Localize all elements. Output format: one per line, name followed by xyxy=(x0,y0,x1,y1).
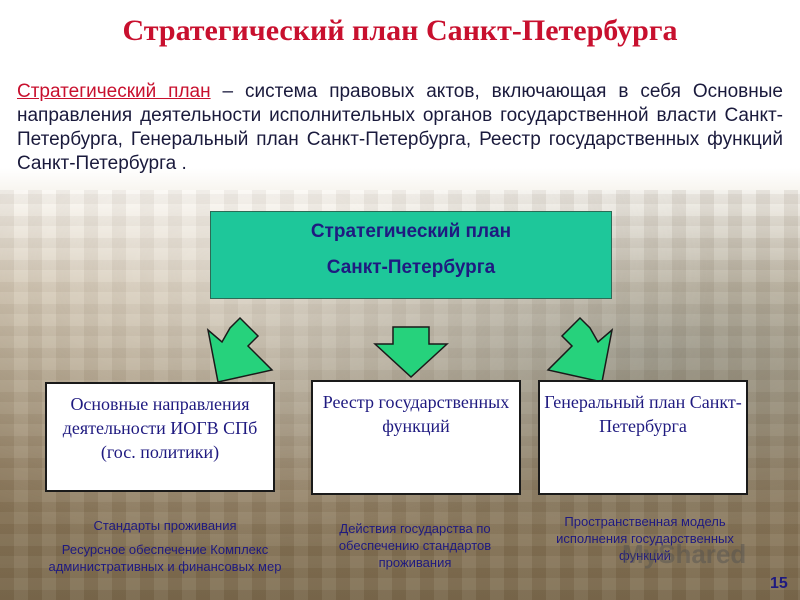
note-resource-support: Ресурсное обеспечение Комплекс администр… xyxy=(48,542,282,574)
arrow-center-icon xyxy=(373,326,449,378)
page-number: 15 xyxy=(770,575,788,592)
definition-paragraph: Стратегический план – система правовых а… xyxy=(17,80,783,176)
arrow-right-icon xyxy=(546,316,614,383)
box-main-directions-label: Основные направления деятельности ИОГВ С… xyxy=(62,394,258,462)
box-register-functions: Реестр государственных функций xyxy=(311,380,521,495)
box-main-directions: Основные направления деятельности ИОГВ С… xyxy=(45,382,275,492)
note-living-standards: Стандарты проживания xyxy=(93,518,237,533)
page-title: Стратегический план Санкт-Петербурга xyxy=(122,14,678,47)
strategic-plan-box: Стратегический план Санкт-Петербурга xyxy=(210,211,612,299)
note-spatial-model: Пространственная модель исполнения госуд… xyxy=(556,514,734,563)
strategic-plan-line1: Стратегический план xyxy=(310,221,512,242)
watermark-logo: MyShared xyxy=(622,539,747,569)
definition-text: – система правовых актов, включающая в с… xyxy=(17,81,783,174)
box-register-functions-label: Реестр государственных функций xyxy=(322,392,510,436)
definition-term: Стратегический план xyxy=(17,81,211,102)
arrow-left-icon xyxy=(206,316,274,383)
note-state-actions: Действия государства по обеспечению стан… xyxy=(338,521,492,570)
box-general-plan: Генеральный план Санкт-Петербурга xyxy=(538,380,748,495)
box-general-plan-label: Генеральный план Санкт-Петербурга xyxy=(544,392,742,436)
strategic-plan-line2: Санкт-Петербурга xyxy=(326,257,496,278)
